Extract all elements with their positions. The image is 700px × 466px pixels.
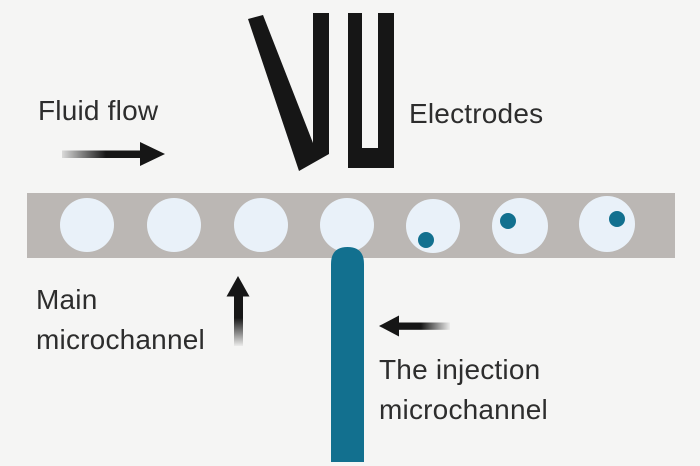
droplet <box>492 198 548 254</box>
droplet <box>60 198 114 252</box>
electrode-left <box>248 13 329 171</box>
droplet <box>320 198 374 252</box>
electrode-right <box>348 13 394 168</box>
fluid-flow-label: Fluid flow <box>38 95 159 126</box>
injected-dot <box>418 232 434 248</box>
injected-dot <box>500 213 516 229</box>
fluid-flow-arrow-icon <box>62 142 165 166</box>
droplet <box>147 198 201 252</box>
droplet <box>234 198 288 252</box>
injection-microchannel-label: The injection microchannel <box>379 354 548 425</box>
electrodes-label: Electrodes <box>409 98 544 129</box>
main-microchannel-label: Main microchannel <box>36 284 205 355</box>
droplet <box>406 199 460 253</box>
injection-microchannel-shape <box>331 247 364 462</box>
injection-arrow-icon <box>379 315 450 337</box>
injected-dot <box>609 211 625 227</box>
droplet <box>579 196 635 252</box>
main-channel-arrow-icon <box>226 276 250 346</box>
